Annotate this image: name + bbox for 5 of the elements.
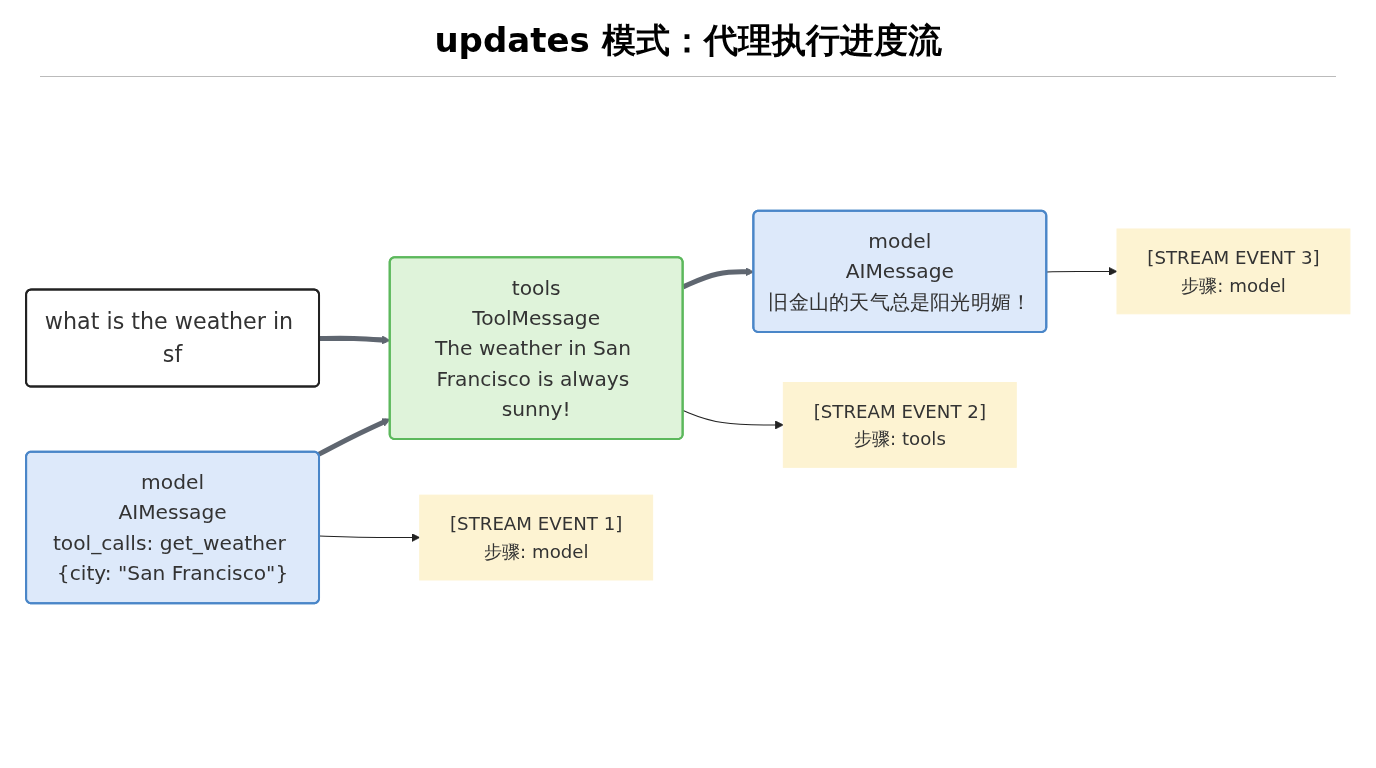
arrow	[682, 410, 784, 430]
diagram-title: updates 模式：代理执行进度流	[40, 0, 1336, 77]
node-box: [STREAM EVENT 2] 步骤: tools	[782, 382, 1017, 468]
node-box: [STREAM EVENT 1] 步骤: model	[419, 494, 654, 581]
node-box: [STREAM EVENT 3] 步骤: model	[1116, 228, 1351, 315]
